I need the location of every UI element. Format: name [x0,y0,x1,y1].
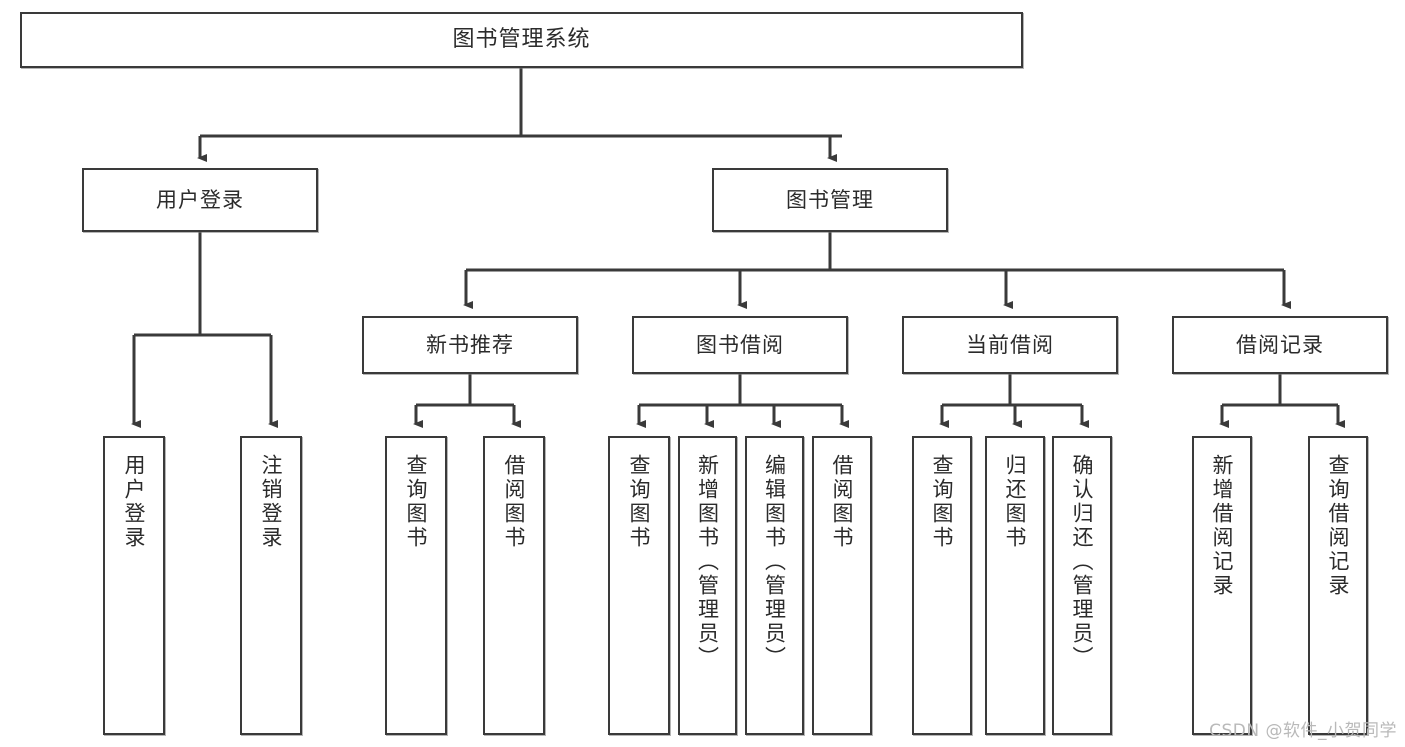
node-label-borrow-record: 借阅记录 [1236,332,1324,357]
node-leaf-return-book[interactable]: 归还图书 [985,436,1045,735]
node-leaf-query-book-recommend[interactable]: 查询图书 [385,436,447,735]
node-label-book-management: 图书管理 [786,187,874,212]
node-leaf-add-book-admin[interactable]: 新增图书（管理员） [678,436,737,735]
node-label-leaf-borrow-book-recommend: 借阅图书 [502,454,527,550]
node-label-leaf-confirm-return-admin: 确认归还（管理员） [1070,454,1095,670]
node-leaf-borrow-book[interactable]: 借阅图书 [812,436,872,735]
node-root[interactable]: 图书管理系统 [20,12,1023,68]
node-label-leaf-add-book-admin: 新增图书（管理员） [695,454,720,670]
node-label-leaf-edit-book-admin: 编辑图书（管理员） [762,454,787,670]
node-current-borrow[interactable]: 当前借阅 [902,316,1118,374]
node-leaf-edit-book-admin[interactable]: 编辑图书（管理员） [745,436,804,735]
node-new-book-recommend[interactable]: 新书推荐 [362,316,578,374]
node-label-new-book-recommend: 新书推荐 [426,332,514,357]
node-leaf-user-login[interactable]: 用户登录 [103,436,165,735]
node-label-leaf-query-book-borrow: 查询图书 [627,454,652,550]
node-leaf-query-borrow-record[interactable]: 查询借阅记录 [1308,436,1368,735]
node-label-leaf-query-book-recommend: 查询图书 [404,454,429,550]
node-label-current-borrow: 当前借阅 [966,332,1054,357]
node-borrow-record[interactable]: 借阅记录 [1172,316,1388,374]
node-label-leaf-user-login: 用户登录 [122,454,147,550]
csdn-watermark: CSDN @软件_小贺同学 [1209,721,1397,741]
node-user-login[interactable]: 用户登录 [82,168,318,232]
node-leaf-query-book-borrow[interactable]: 查询图书 [608,436,670,735]
node-label-leaf-add-borrow-record: 新增借阅记录 [1210,454,1235,598]
node-book-management[interactable]: 图书管理 [712,168,948,232]
node-label-leaf-borrow-book: 借阅图书 [830,454,855,550]
node-label-leaf-user-logout: 注销登录 [259,454,284,550]
node-label-book-borrow: 图书借阅 [696,332,784,357]
node-label-user-login: 用户登录 [156,187,244,212]
node-leaf-confirm-return-admin[interactable]: 确认归还（管理员） [1052,436,1112,735]
node-label-leaf-query-book-current: 查询图书 [930,454,955,550]
node-label-root: 图书管理系统 [452,27,591,53]
node-leaf-borrow-book-recommend[interactable]: 借阅图书 [483,436,545,735]
node-leaf-add-borrow-record[interactable]: 新增借阅记录 [1192,436,1252,735]
node-label-leaf-query-borrow-record: 查询借阅记录 [1326,454,1351,598]
node-leaf-query-book-current[interactable]: 查询图书 [912,436,972,735]
node-book-borrow[interactable]: 图书借阅 [632,316,848,374]
node-leaf-user-logout[interactable]: 注销登录 [240,436,302,735]
node-label-leaf-return-book: 归还图书 [1003,454,1028,550]
